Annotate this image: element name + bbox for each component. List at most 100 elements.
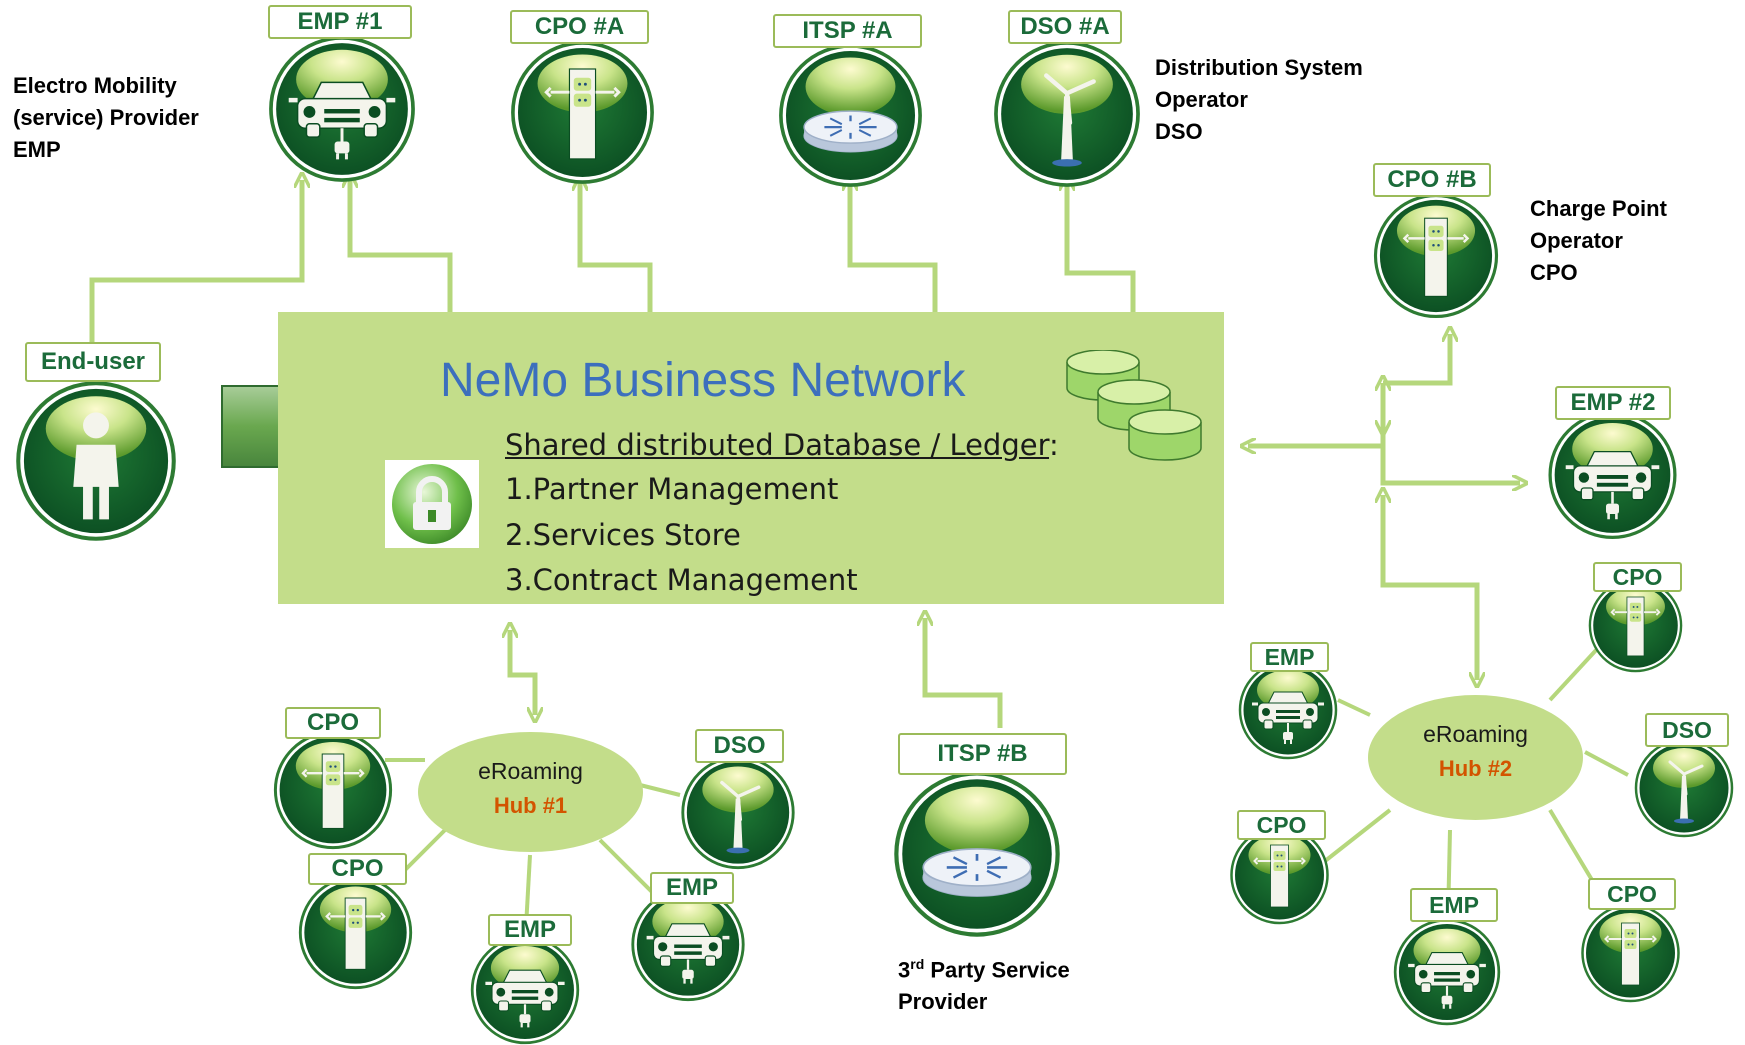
desc-dso: Distribution System Operator DSO [1155, 52, 1363, 148]
desc-emp-line3: EMP [13, 137, 61, 162]
hub1-member-cpo1 [273, 730, 393, 850]
hub2-tag-dso: DSO [1645, 713, 1729, 747]
line-itspB [925, 618, 1003, 728]
hub2-tag-emp: EMP [1250, 642, 1329, 672]
hub2-tag-cpo-top: CPO [1593, 562, 1682, 592]
desc-cpo-line1: Charge Point [1530, 196, 1667, 221]
desc-third-party-line1: 3rd Party Service [898, 948, 1070, 986]
wind-turbine-icon [1634, 738, 1734, 838]
tag-enduser: End-user [25, 342, 161, 382]
hub1-tag-cpo2: CPO [308, 853, 407, 885]
line-hub2-down [1380, 554, 1477, 680]
tag-itspA: ITSP #A [773, 14, 922, 48]
desc-third-party-rest: Party Service [924, 957, 1070, 983]
line-to-emp2 [1380, 446, 1520, 483]
actor-itspA [778, 43, 923, 188]
desc-dso-line3: DSO [1155, 119, 1203, 144]
car-icon [631, 887, 745, 1002]
desc-emp-line2: (service) Provider [13, 105, 199, 130]
hub2-name: Hub #2 [1438, 756, 1513, 781]
router-icon [894, 771, 1060, 937]
lock-icon [385, 460, 479, 548]
hub2-label: eRoaming [1423, 721, 1528, 747]
actor-dsoA [993, 40, 1141, 188]
actor-itspB [888, 770, 1066, 938]
tag-emp2: EMP #2 [1555, 386, 1671, 420]
hub1-member-cpo2 [298, 875, 413, 990]
hub1-tag-emp1: EMP [488, 914, 572, 946]
desc-cpo-line3: CPO [1530, 260, 1578, 285]
hub2-member-emp [1233, 660, 1343, 760]
tag-dsoA: DSO #A [1008, 10, 1122, 44]
wind-turbine-icon [681, 755, 795, 870]
spoke-hub2-emp [1337, 698, 1371, 717]
hub2-member-emp-bottom [1393, 918, 1501, 1026]
tag-emp1: EMP #1 [268, 5, 412, 39]
desc-dso-line1: Distribution System [1155, 55, 1363, 80]
car-icon [269, 36, 415, 182]
line-to-cpoB [1383, 334, 1450, 386]
car-icon [1393, 918, 1501, 1026]
hub1-tag-emp2: EMP [650, 872, 734, 904]
database-icon [1066, 350, 1202, 461]
charger-icon [1581, 903, 1680, 1003]
desc-third-party-sup: rd [910, 956, 925, 972]
network-title: NeMo Business Network [440, 354, 966, 407]
desc-dso-line2: Operator [1155, 87, 1248, 112]
hub2-tag-cpo-right: CPO [1588, 878, 1676, 910]
car-icon [470, 935, 580, 1045]
spoke-hub2-dso [1584, 750, 1629, 777]
ledger-heading-text: Shared distributed Database / Ledger [505, 428, 1050, 462]
hub2-member-cpo-left [1228, 825, 1331, 925]
list-item-partner-management: 1.Partner Management [505, 472, 839, 506]
ledger-heading-colon: : [1049, 428, 1059, 462]
charger-icon [273, 730, 393, 850]
tag-cpoA: CPO #A [510, 10, 649, 44]
tag-itspB: ITSP #B [898, 733, 1067, 775]
actor-emp1 [268, 35, 416, 183]
spoke-hub2-cpo-left [1318, 808, 1392, 867]
car-icon [1238, 660, 1338, 760]
desc-third-party: 3rd Party Service Provider [898, 948, 1070, 1018]
desc-cpo: Charge Point Operator CPO [1530, 193, 1667, 289]
wind-turbine-icon [994, 41, 1140, 187]
hub1-member-emp1 [465, 935, 585, 1045]
car-icon [1548, 410, 1677, 540]
ledger-heading: Shared distributed Database / Ledger: [505, 428, 1059, 462]
hub1: eRoaming Hub #1 [418, 732, 643, 852]
hub2: eRoaming Hub #2 [1368, 695, 1583, 820]
spoke-hub1-dso [639, 783, 681, 797]
charger-icon [1230, 825, 1329, 925]
list-item-services-store: 2.Services Store [505, 518, 741, 552]
line-net-cpoA [580, 183, 653, 312]
nemo-network-box [278, 312, 1224, 604]
charger-icon [1588, 578, 1683, 673]
line-enduser-emp1 [89, 180, 302, 345]
desc-emp: Electro Mobility (service) Provider EMP [13, 70, 199, 166]
tag-cpoB: CPO #B [1373, 163, 1491, 197]
line-net-dsoA [1067, 183, 1136, 312]
hub2-member-dso [1633, 738, 1735, 838]
desc-third-party-line2: Provider [898, 989, 988, 1015]
hub1-member-emp2 [628, 887, 748, 1002]
line-net-emp1 [350, 180, 453, 312]
actor-emp2 [1540, 410, 1685, 540]
charger-icon [298, 875, 413, 990]
router-icon [779, 44, 922, 187]
charger-icon [1373, 193, 1499, 319]
desc-cpo-line2: Operator [1530, 228, 1623, 253]
person-icon [16, 381, 176, 541]
actor-cpoB [1373, 193, 1499, 319]
hub2-tag-emp-bottom: EMP [1410, 888, 1498, 922]
hub1-tag-dso: DSO [695, 729, 784, 763]
desc-third-party-num: 3 [898, 957, 911, 983]
hub2-member-cpo-right [1578, 903, 1683, 1003]
charger-icon [511, 41, 654, 184]
hub2-tag-cpo-left: CPO [1237, 810, 1326, 840]
hub1-member-dso [678, 755, 798, 870]
desc-emp-line1: Electro Mobility [13, 73, 177, 98]
hub1-label: eRoaming [478, 758, 583, 784]
actor-enduser [15, 380, 177, 542]
hub1-tag-cpo1: CPO [285, 707, 381, 739]
hub2-member-cpo-top [1583, 578, 1688, 673]
